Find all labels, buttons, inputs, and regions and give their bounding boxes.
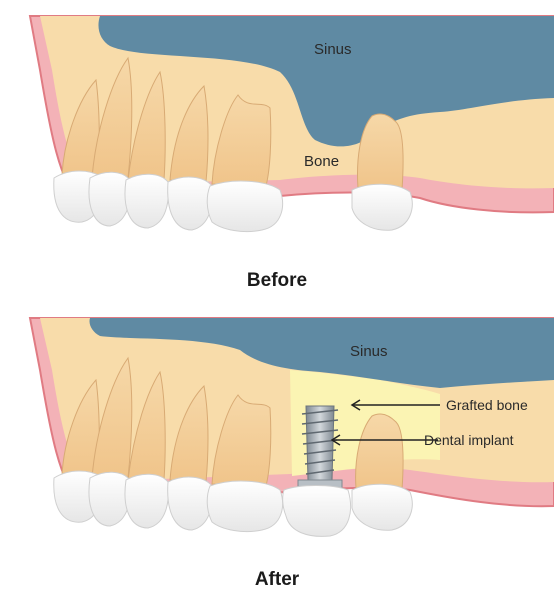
crown-2 <box>88 171 131 227</box>
implant-threads <box>301 409 339 475</box>
after-illustration: Sinus Grafted bone Dental implant <box>0 310 554 555</box>
root-5 <box>211 394 272 487</box>
grafted-bone-label: Grafted bone <box>446 397 528 413</box>
crown-2 <box>88 471 131 527</box>
sinus-label: Sinus <box>350 343 388 360</box>
annotation-arrows <box>330 399 440 446</box>
bone-label: Bone <box>304 153 339 170</box>
dental-implant <box>297 405 343 491</box>
crown-3 <box>124 473 169 529</box>
root-4 <box>169 384 209 483</box>
root-4 <box>169 84 209 183</box>
root-3 <box>127 370 166 481</box>
tooth-crowns <box>53 170 413 233</box>
root-5 <box>211 94 272 187</box>
before-diagram: Sinus Bone <box>28 15 554 233</box>
before-illustration: Sinus Bone <box>0 0 554 250</box>
after-diagram: Sinus Grafted bone Dental implant <box>28 317 554 537</box>
root-6 <box>355 413 404 491</box>
sinus-cavity <box>89 318 554 388</box>
tooth-roots <box>61 356 404 491</box>
crown-4 <box>167 476 213 531</box>
tooth-roots <box>61 56 404 191</box>
crown-implant <box>282 485 352 537</box>
crown-6 <box>351 483 413 531</box>
before-caption: Before <box>246 270 308 291</box>
sinus-cavity <box>98 16 554 147</box>
crown-3 <box>124 173 169 229</box>
root-2 <box>91 56 133 179</box>
root-2 <box>91 356 133 479</box>
crown-5 <box>206 480 284 533</box>
sinus-label: Sinus <box>314 41 352 58</box>
dental-implant-label: Dental implant <box>424 432 514 448</box>
crown-5 <box>206 180 284 233</box>
after-caption: After <box>254 569 300 590</box>
root-6 <box>357 113 404 191</box>
tooth-crowns <box>53 470 413 537</box>
crown-6 <box>351 183 413 231</box>
root-3 <box>127 70 166 181</box>
crown-4 <box>167 176 213 231</box>
